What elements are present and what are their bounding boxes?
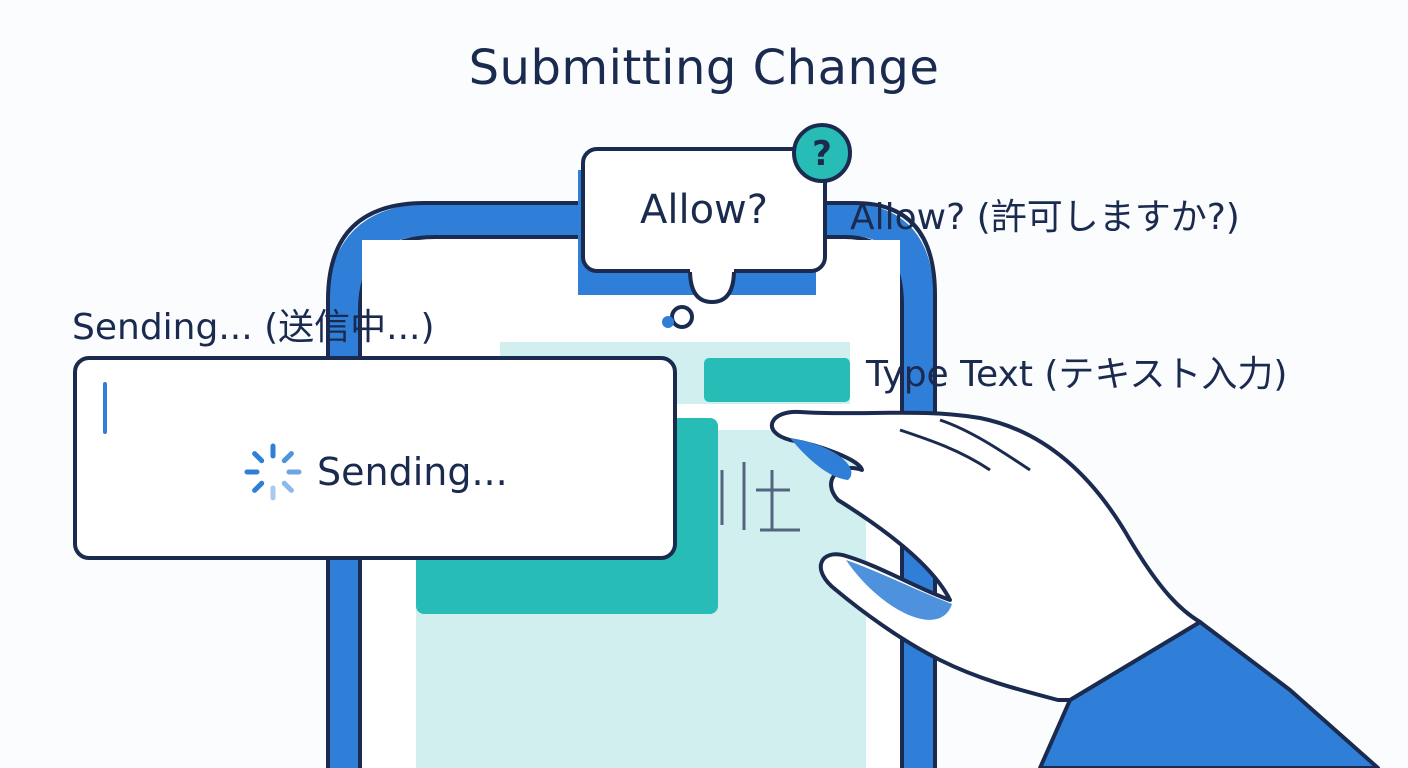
- screen-glyph: [720, 462, 800, 532]
- palm-shadow: [846, 560, 952, 620]
- screen-accent-bar: [704, 358, 850, 402]
- sending-callout: Sending... (送信中...): [72, 307, 435, 348]
- finger-shadow: [790, 438, 852, 480]
- sending-dialog: Sending...: [73, 356, 677, 560]
- bubble-dot: [670, 305, 694, 329]
- question-icon: ?: [792, 123, 852, 183]
- svg-text:?: ?: [812, 134, 832, 174]
- phone-frame: [328, 204, 934, 768]
- allow-bubble-tail-mask: [690, 262, 734, 272]
- text-caret: [103, 382, 107, 434]
- sending-status-text: Sending...: [317, 450, 508, 494]
- knuckle-lines: [899, 418, 1031, 472]
- page-title: Submitting Change: [468, 40, 940, 96]
- sleeve: [1038, 620, 1380, 768]
- allow-bubble-tail: [688, 269, 736, 305]
- sending-status: Sending...: [241, 442, 508, 502]
- allow-bubble-text: Allow?: [639, 187, 768, 233]
- allow-callout: Allow? (許可しますか?): [850, 197, 1240, 238]
- hand-illustration: [769, 409, 1380, 768]
- bubble-dot-shadow: [662, 316, 674, 328]
- phone-frame-outer-edge: [326, 201, 937, 768]
- type-text-callout: Type Text (テキスト入力): [866, 354, 1288, 395]
- spinner-icon: [244, 443, 302, 501]
- allow-bubble[interactable]: Allow?: [583, 149, 825, 271]
